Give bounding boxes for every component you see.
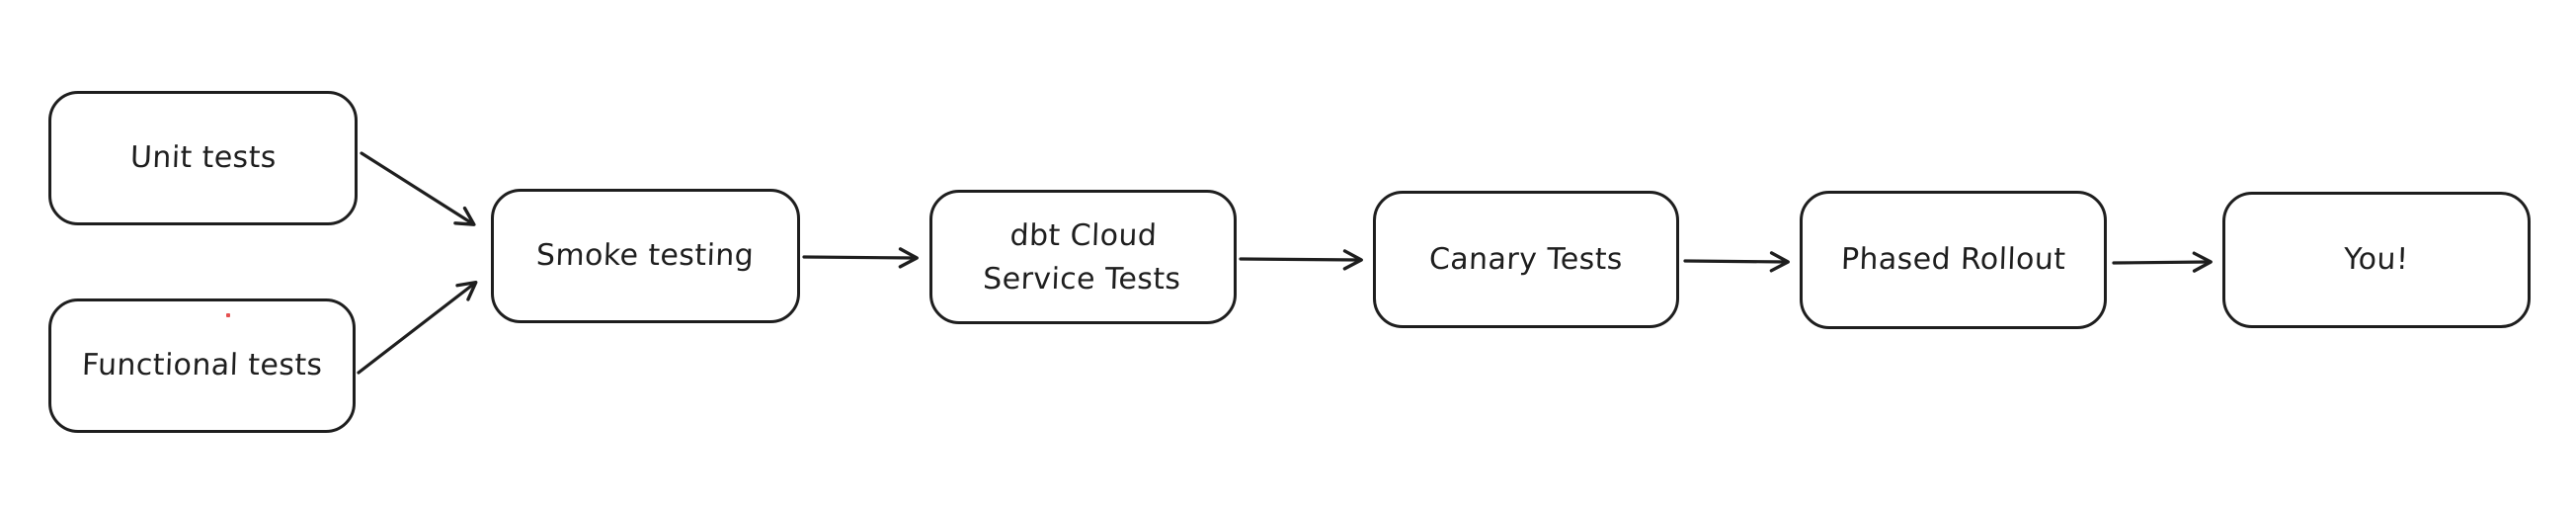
edge-unit-tests-to-smoke-testing (360, 151, 476, 226)
node-canary-tests: Canary Tests (1373, 191, 1679, 328)
node-you-label: You! (2343, 242, 2410, 278)
node-phased-rollout-label: Phased Rollout (1840, 242, 2066, 278)
node-unit-tests: Unit tests (48, 91, 358, 225)
edge-dbt-cloud-service-tests-to-canary-tests (1239, 249, 1363, 271)
node-canary-tests-label: Canary Tests (1428, 241, 1624, 277)
node-smoke-testing: Smoke testing (491, 189, 800, 323)
red-dot-artifact (226, 313, 230, 317)
edge-smoke-testing-to-dbt-cloud-service-tests (802, 247, 919, 269)
node-unit-tests-label: Unit tests (128, 140, 278, 176)
edge-canary-tests-to-phased-rollout (1683, 251, 1790, 273)
node-phased-rollout: Phased Rollout (1800, 191, 2107, 329)
node-dbt-cloud-service-tests: dbt Cloud Service Tests (929, 190, 1237, 324)
node-functional-tests: Functional tests (48, 298, 356, 433)
edge-phased-rollout-to-you (2112, 251, 2213, 273)
edge-functional-tests-to-smoke-testing (357, 280, 478, 375)
node-smoke-testing-label: Smoke testing (535, 238, 756, 274)
node-dbt-cloud-service-tests-label: dbt Cloud Service Tests (982, 217, 1182, 297)
node-you: You! (2222, 192, 2531, 328)
node-functional-tests-label: Functional tests (81, 348, 323, 383)
